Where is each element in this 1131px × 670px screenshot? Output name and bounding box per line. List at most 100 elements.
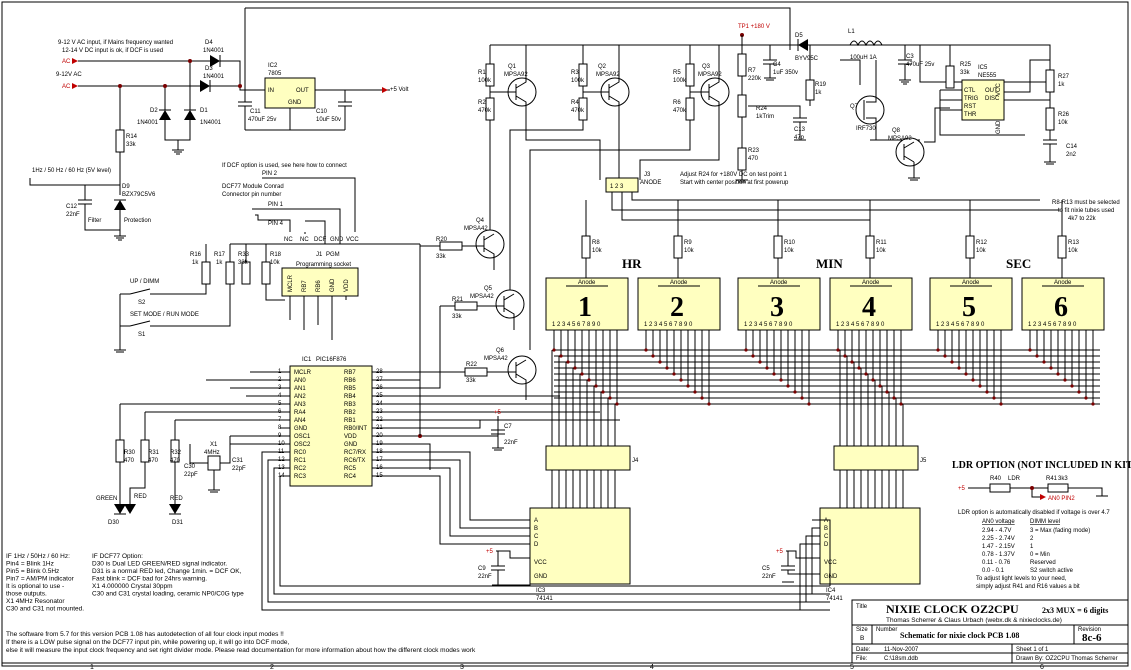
x1-label: X1 — [210, 442, 218, 448]
note-mid-line: C30 and C31 crystal loading, ceramic NP0… — [92, 591, 244, 598]
r33-value: 33k — [238, 260, 249, 266]
tb-date: 11-Nov-2007 — [884, 647, 919, 653]
c11-label: C11 — [250, 109, 261, 115]
tube-note-3: 4k7 to 22k — [1068, 216, 1097, 222]
note-left-line: IF 1Hz / 50Hz / 60 Hz: — [6, 553, 70, 560]
q4-value: MPSA42 — [464, 226, 488, 232]
label-min: MIN — [816, 256, 843, 271]
q1-label: Q1 — [508, 64, 517, 70]
r23-label: R23 — [748, 148, 760, 154]
r31-value: 470 — [148, 458, 159, 464]
r22-label: R22 — [466, 362, 478, 368]
col-label: 1 — [90, 664, 94, 670]
q1-value: MPSA92 — [504, 72, 528, 78]
j1-label: J1 — [316, 252, 323, 258]
j1-rb6: RB6 — [316, 280, 322, 292]
mosfet-q7 — [855, 95, 885, 125]
setmode-label: SET MODE / RUN MODE — [130, 312, 199, 318]
ldr-r40 — [989, 483, 1011, 493]
r18-value: 10k — [270, 260, 281, 266]
tube-digit: 1 — [578, 292, 592, 323]
c7-label: C7 — [504, 424, 512, 430]
diode-d3 — [200, 80, 210, 92]
tube-anode-label: Anode — [770, 280, 788, 286]
ic5-label: IC5 — [978, 65, 988, 71]
tb-title: NIXIE CLOCK OZ2CPU — [886, 602, 1019, 616]
ic1-pic16f876 — [289, 365, 373, 487]
ic1-right-pin: RB5 — [344, 386, 356, 392]
d5-value: BYV95C — [795, 56, 819, 62]
j1-vdd: VDD — [344, 279, 350, 292]
j3-value: ANODE — [640, 180, 661, 186]
tube-digit: 4 — [862, 292, 876, 323]
resistor-r16 — [201, 261, 211, 285]
ldr-r41 — [1047, 483, 1069, 493]
dcf-dcf: DCF — [314, 237, 327, 243]
ldr-r40-label: R40 — [990, 476, 1002, 482]
ic1-left-pin: MCLR — [294, 370, 312, 376]
connector-j1 — [281, 267, 359, 297]
ic4-d: D — [824, 542, 829, 548]
filter-label: Filter — [88, 218, 101, 224]
r22-value: 33k — [466, 378, 477, 384]
ic1-right-pin: RC7/RX — [344, 450, 366, 456]
q2-label: Q2 — [598, 64, 607, 70]
ldr-ldr-label: LDR — [1008, 476, 1021, 482]
l1-label: L1 — [848, 29, 855, 35]
note-bottom-line: If there is a LOW pulse signal on the DC… — [6, 639, 289, 646]
col-label: 2 — [270, 664, 274, 670]
q6-value: MPSA42 — [484, 356, 508, 362]
resistor-r18 — [261, 261, 271, 285]
tb-file: C:\18sm.ddb — [884, 656, 919, 662]
dcf-connector: Connector pin number — [222, 192, 281, 198]
r5-value: 100k — [673, 78, 687, 84]
dcf-note: If DCF option is used, see here how to c… — [222, 163, 347, 169]
ic3-gnd: GND — [534, 574, 548, 580]
tube-resistor-label: R12 — [976, 240, 988, 246]
transistor-q6 — [507, 355, 537, 385]
c10-value: 10uF 50v — [316, 117, 341, 123]
r2-value: 470k — [478, 108, 492, 114]
ic1-left-pin: RC2 — [294, 466, 307, 472]
r14-value: 33k — [126, 142, 137, 148]
ic3-74141 — [529, 507, 631, 585]
ldr-col2: DIMM level — [1030, 519, 1060, 525]
r14-label: R14 — [126, 134, 138, 140]
d1-value: 1N4001 — [200, 120, 222, 126]
ic3-label: IC3 — [536, 588, 546, 594]
tube-pins: 1 2 3 4 5 6 7 8 9 0 — [1028, 322, 1077, 328]
d1-label: D1 — [200, 108, 208, 114]
tb-number: Schematic for nixie clock PCB 1.08 — [900, 631, 1019, 640]
ldr-adj-1: To adjust light levels to your need, — [976, 576, 1067, 582]
s2-label: S2 — [138, 300, 146, 306]
ic3-d: D — [534, 542, 539, 548]
ic4-vcc: VCC — [824, 560, 837, 566]
r32-label: R32 — [170, 450, 182, 456]
ic4-value: 74141 — [826, 596, 843, 602]
resistor-r27 — [1045, 69, 1055, 93]
c31-label: C31 — [232, 458, 244, 464]
ic2-label: IC2 — [268, 63, 278, 69]
tube-pins: 1 2 3 4 5 6 7 8 9 0 — [936, 322, 985, 328]
q6-label: Q6 — [496, 348, 505, 354]
ic1-right-pin: RB7 — [344, 370, 356, 376]
nixie-tube — [637, 277, 721, 331]
ic3-a: A — [534, 518, 538, 524]
ac-label-1: AC — [62, 59, 71, 65]
freq-note: 1Hz / 50 Hz / 60 Hz (5V level) — [32, 168, 111, 174]
r3-value: 100k — [571, 78, 585, 84]
r24-value: 1kTrim — [756, 114, 774, 120]
d9-value: BZX79C5V6 — [122, 192, 156, 198]
dcf-pin1: PIN 1 — [268, 202, 284, 208]
c12-label: C12 — [66, 204, 78, 210]
ic2-gnd: GND — [288, 100, 302, 106]
ldr-row-voltage: 1.47 - 2.15V — [982, 544, 1015, 550]
title-block: Title NIXIE CLOCK OZ2CPU 2x3 MUX = 6 dig… — [851, 599, 1129, 664]
anode-drivers: Q1 MPSA92 R1 100k R2 470k Q2 MPSA92 R3 1… — [400, 44, 1060, 400]
ac-voltage: 9-12V AC — [56, 72, 82, 78]
r16-value: 1k — [192, 260, 199, 266]
ldr-row-level: 1 — [1030, 544, 1034, 550]
tube-digit: 3 — [770, 292, 784, 323]
tb-mux: 2x3 MUX = 6 digits — [1042, 606, 1108, 615]
j3-label: J3 — [644, 172, 651, 178]
